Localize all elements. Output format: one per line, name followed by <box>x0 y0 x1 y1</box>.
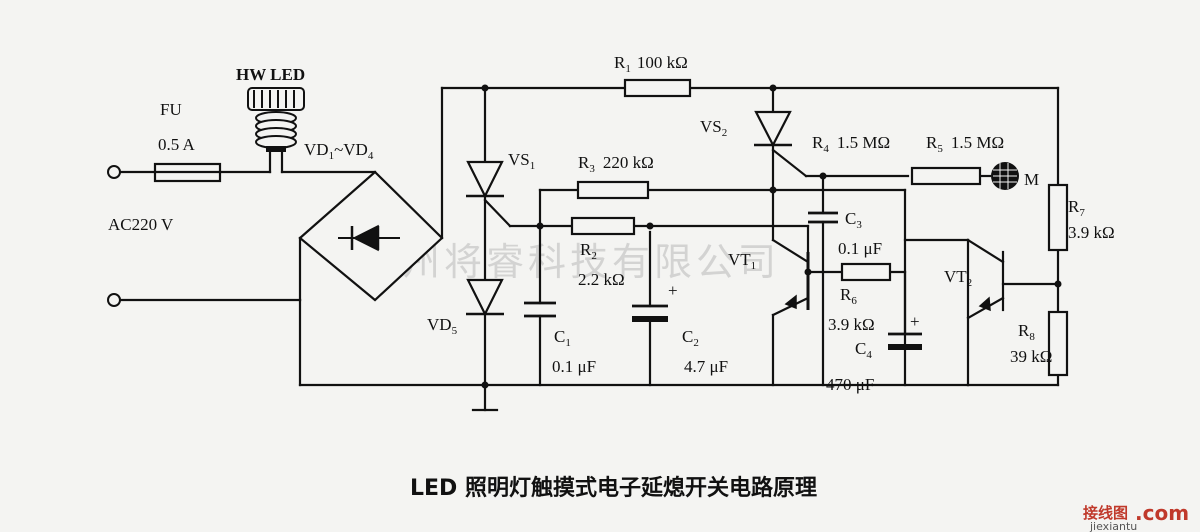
r2-value: 2.2 kΩ <box>578 270 625 289</box>
vd5-label: VD5 <box>427 315 458 337</box>
vt2-label: VT2 <box>944 267 972 289</box>
resistor-r7 <box>1047 183 1069 252</box>
capacitor-c1 <box>524 301 556 318</box>
c4-plus: + <box>910 312 920 331</box>
r6-value: 3.9 kΩ <box>828 315 875 334</box>
fu-label: FU <box>160 100 182 119</box>
thyristor-vs1-icon <box>466 160 504 199</box>
brand-url: jiexiantu <box>1089 520 1137 532</box>
vt1-label: VT1 <box>728 250 756 272</box>
bridge-label: VD1~VD4 <box>304 140 374 162</box>
brand-dot: .com <box>1135 501 1189 525</box>
resistor-r8 <box>1047 310 1069 377</box>
transistor-vt1-icon <box>784 252 810 310</box>
capacitor-c4 <box>888 332 922 350</box>
r7-value: 3.9 kΩ <box>1068 223 1115 242</box>
bridge-rectifier <box>298 170 444 302</box>
resistor-r1 <box>623 78 692 98</box>
vs2-label: VS2 <box>700 117 727 139</box>
ac-terminal-bottom <box>107 293 121 307</box>
touch-plate-icon <box>991 162 1019 190</box>
r7-label: R7 <box>1068 197 1085 219</box>
c3-value: 0.1 μF <box>838 239 882 258</box>
resistor-r3 <box>576 180 650 200</box>
c1-value: 0.1 μF <box>552 357 596 376</box>
fu-value: 0.5 A <box>158 135 196 154</box>
m-label: M <box>1024 170 1039 189</box>
c4-label: C4 <box>855 339 872 361</box>
c4-value: 470 μF <box>826 375 874 394</box>
diode-vd5-icon <box>466 278 504 317</box>
c3-label: C3 <box>845 209 862 231</box>
c2-value: 4.7 μF <box>684 357 728 376</box>
r6-label: R6 <box>840 285 857 307</box>
capacitor-c2 <box>632 304 668 322</box>
ac-label: AC220 V <box>108 215 174 234</box>
hw-led-label: HW LED <box>236 65 305 84</box>
r2-label: R2 <box>580 240 597 262</box>
led-lamp-icon <box>247 87 305 152</box>
resistor-r2 <box>570 216 636 236</box>
r8-label: R8 <box>1018 321 1035 343</box>
c2-label: C2 <box>682 327 699 349</box>
r8-value: 39 kΩ <box>1010 347 1052 366</box>
ac-terminal-top <box>107 165 121 179</box>
diagram-caption: LED 照明灯触摸式电子延熄开关电路原理 <box>410 475 817 501</box>
capacitor-c3 <box>808 211 838 224</box>
resistor-r5 <box>910 166 982 186</box>
transistor-vt2-icon <box>978 296 991 312</box>
c2-plus: + <box>668 281 678 300</box>
c1-label: C1 <box>554 327 571 349</box>
resistor-r6 <box>840 262 892 282</box>
wires <box>118 86 1060 412</box>
thyristor-vs2-icon <box>754 110 792 148</box>
junction-dots <box>481 84 1062 389</box>
brand-cn: 接线图 <box>1083 504 1128 522</box>
vs1-label: VS1 <box>508 150 535 172</box>
